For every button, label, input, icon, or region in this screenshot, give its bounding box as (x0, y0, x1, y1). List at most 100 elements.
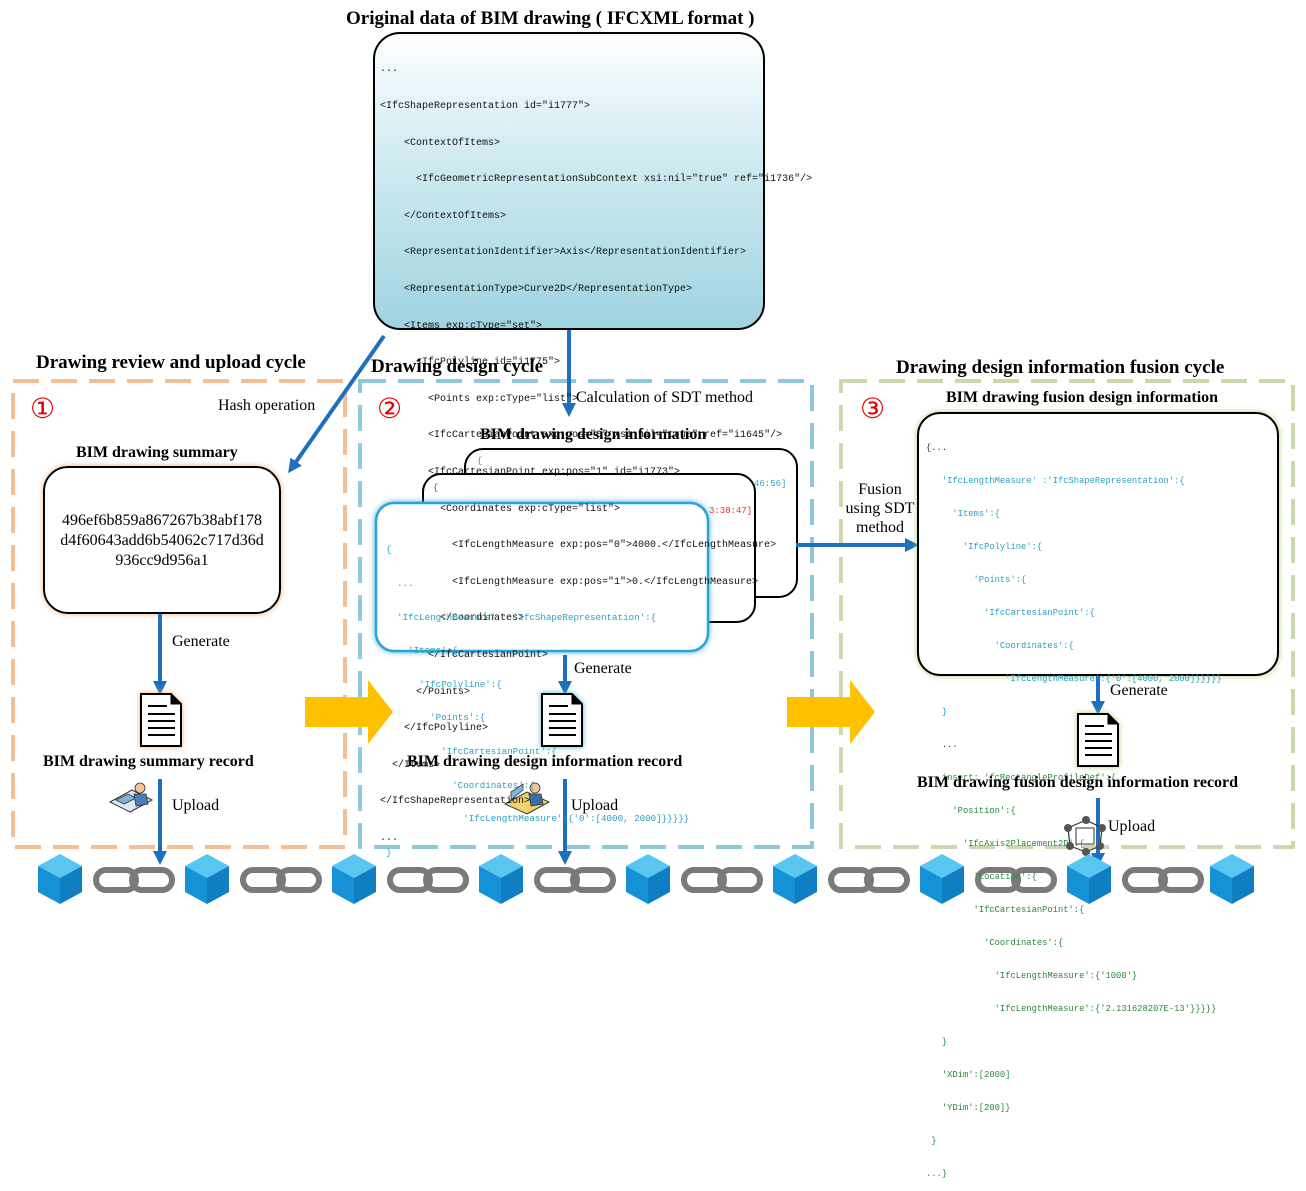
hash-line: 496ef6b859a867267b38abf178 (62, 512, 262, 529)
xml-line: <Items exp:cType="set"> (380, 320, 543, 332)
fusion-line: Fusion (858, 481, 902, 498)
cycle3-generate-label: Generate (1110, 682, 1168, 699)
xml-line: <IfcLengthMeasure exp:pos="0">4000.</Ifc… (380, 540, 777, 552)
xml-line: </IfcPolyline> (380, 723, 489, 735)
code-line: 'IfcLengthMeasure' :'IfcShapeRepresentat… (926, 475, 1185, 486)
xml-line: </IfcShapeRepresentation> (380, 796, 531, 808)
xml-line: <Points exp:cType="list"> (380, 393, 579, 405)
xml-line: </Points> (380, 686, 471, 698)
summary-box (43, 466, 281, 614)
back-card-brace: { (477, 456, 483, 466)
xml-line: <IfcCartesianPoint exp:pos="0" xsi:nil="… (380, 430, 783, 442)
code-line: 'Location':{ (926, 871, 1037, 882)
xml-line: </Items> (380, 759, 441, 771)
fusion-line: method (856, 519, 904, 536)
chain-link (243, 870, 319, 890)
code-line: 'Coordinates':{ (926, 640, 1074, 651)
code-line: 'Points':{ (386, 712, 486, 724)
middle-card-brace: { (433, 483, 439, 493)
xml-line: ... (380, 832, 399, 844)
code-line: 'IfcCartesianPoint':{ (926, 607, 1095, 618)
xml-line: <ContextOfItems> (380, 137, 501, 149)
calc-sdt-label: Calculation of SDT method (576, 389, 754, 406)
code-line: 'IfcPolyline':{ (386, 678, 502, 690)
hash-line: d4f60643add6b54062c717d36d (60, 532, 264, 549)
code-line: { (386, 544, 392, 556)
cycle1-region (11, 379, 347, 849)
xml-line: <RepresentationIdentifier>Axis</Represen… (380, 247, 747, 259)
back-card-time: 46:56] (754, 479, 787, 489)
design-info-title: BIM drawing design information (480, 426, 707, 443)
code-line: 'Position':{ (926, 805, 1016, 816)
code-line: {... (926, 442, 948, 453)
cycle1-generate-label: Generate (172, 633, 230, 650)
cycle2-title: Drawing design cycle (371, 356, 544, 377)
chain-link (831, 870, 907, 890)
fusion-info-title: BIM drawing fusion design information (946, 389, 1219, 406)
design-code: { ... 'IfcLengthMeasure' : 'IfcShapeRepr… (386, 522, 689, 869)
cycle2-to-cycle3-arrow (787, 680, 875, 744)
block-cube (185, 854, 229, 904)
hash-arrow (288, 334, 386, 474)
computer-user-icon-2 (503, 782, 551, 815)
cycle1-to-cycle2-arrow (305, 680, 393, 744)
fusion-record-label: BIM drawing fusion design information re… (917, 774, 1239, 791)
fusion-line: using SDT (845, 500, 915, 517)
code-line: ... (926, 739, 958, 750)
code-line: 'IfcLengthMeasure':{'2.131628207E-13'}}}… (926, 1003, 1217, 1014)
network-nodes-icon (1064, 816, 1106, 856)
code-line: 'IfcLengthMeasure' : 'IfcShapeRepresenta… (386, 611, 657, 623)
summary-record-label: BIM drawing summary record (43, 753, 254, 770)
chain-link (96, 870, 172, 890)
xml-lines: ... <IfcShapeRepresentation id="i1777"> … (380, 40, 812, 857)
code-line: ... (386, 578, 414, 589)
fusion-method-label: Fusion using SDT method (832, 480, 928, 537)
cycle1-upload-label: Upload (172, 797, 220, 814)
cycle2-number: ② (377, 393, 403, 424)
cycle2-generate-label: Generate (574, 660, 632, 677)
hash-line: 936cc9d956a1 (115, 552, 209, 569)
cycle1-title: Drawing review and upload cycle (36, 352, 306, 373)
code-line: insert: 'fcRectangleProfileDef':{ (926, 772, 1117, 783)
code-line: } (926, 1135, 937, 1146)
chain-link (537, 870, 613, 890)
xml-line: </ContextOfItems> (380, 210, 507, 222)
xml-line: ... (380, 64, 399, 76)
code-line: 'IfcPolyline':{ (926, 541, 1043, 552)
code-line: } (926, 706, 948, 717)
summary-title: BIM drawing summary (76, 444, 238, 461)
computer-user-icon-1 (108, 782, 154, 813)
cycle3-upload-label: Upload (1108, 818, 1156, 835)
xml-line: <IfcShapeRepresentation id="i1777"> (380, 101, 591, 112)
middle-card-time: 3:38:47] (709, 506, 753, 516)
code-line: 'IfcLengthMeasure':{'0':[4000, 2000]}}}}… (926, 673, 1222, 684)
code-line: } (926, 1036, 948, 1047)
code-line: 'Coordinates':{ (926, 937, 1064, 948)
chain-link (684, 870, 760, 890)
code-line: 'IfcLengthMeasure':{'0':[4000, 2000]}}}}… (386, 813, 690, 825)
hash-value: 496ef6b859a867267b38abf178 d4f60643add6b… (44, 511, 280, 571)
xml-line: <IfcPolyline id="i1775"> (380, 357, 561, 369)
xml-line: <IfcCartesianPoint exp:pos="1" id="i1773… (380, 466, 681, 478)
diagram-canvas (11, 32, 1295, 904)
code-line: 'Items':{ (926, 508, 1000, 519)
xml-title: Original data of BIM drawing ( IFCXML fo… (346, 8, 755, 29)
xml-data-box (373, 32, 765, 330)
code-line: 'YDim':[200]} (926, 1102, 1011, 1113)
design-card-front (374, 501, 710, 653)
fusion-info-box (917, 412, 1279, 676)
block-cube (332, 854, 376, 904)
cycle3-title: Drawing design information fusion cycle (896, 357, 1225, 378)
code-line: } (386, 846, 392, 858)
cycle2-region (358, 379, 814, 849)
block-cube (38, 854, 82, 904)
cycle3-number: ③ (860, 393, 886, 424)
chain-link (390, 870, 466, 890)
code-line: 'IfcCartesianPoint':{ (926, 904, 1085, 915)
code-line: 'IfcLengthMeasure':{'1000'} (926, 970, 1138, 981)
code-line: 'Items':{ (386, 645, 458, 657)
code-line: 'XDim':[2000] (926, 1069, 1011, 1080)
code-line: ...} (926, 1168, 948, 1179)
xml-line: </Coordinates> (380, 613, 525, 625)
code-line: 'Points':{ (926, 574, 1027, 585)
